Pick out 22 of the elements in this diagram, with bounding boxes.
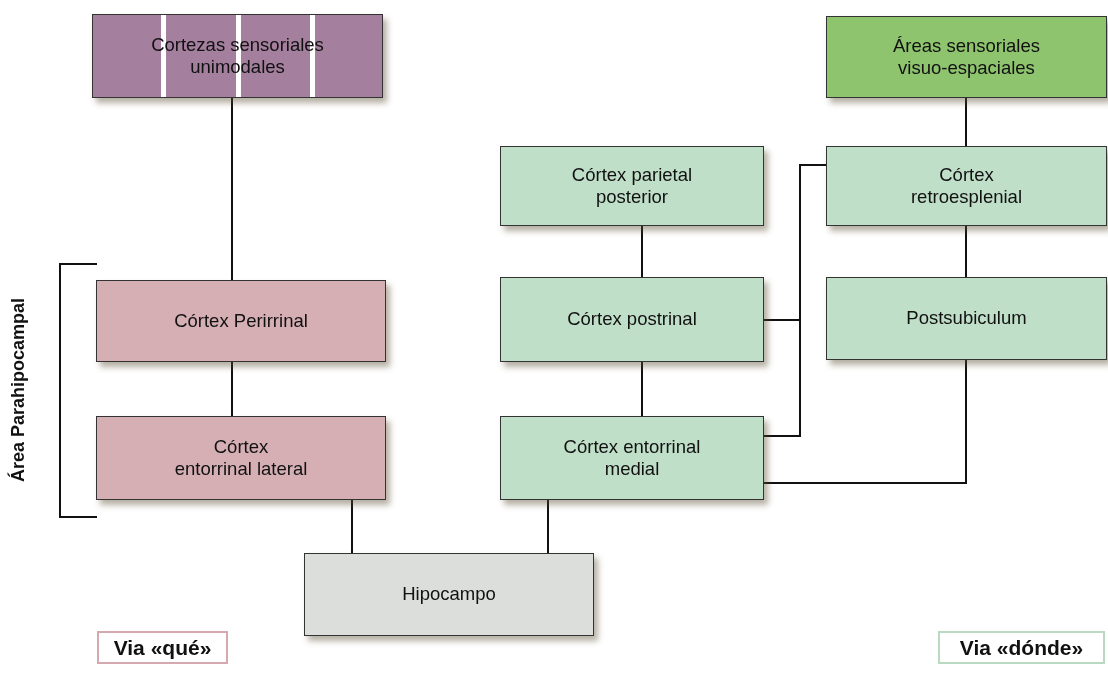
- connector-line: [965, 97, 967, 147]
- connector-line: [641, 361, 643, 417]
- region-box: Córtex retroesplenial: [826, 146, 1107, 226]
- connector-line: [763, 359, 967, 484]
- region-box: Córtex parietal posterior: [500, 146, 764, 226]
- region-box: Córtex entorrinal medial: [500, 416, 764, 500]
- region-box: Postsubiculum: [826, 277, 1107, 360]
- connector-line: [641, 225, 643, 278]
- region-box: Hipocampo: [304, 553, 594, 636]
- connector-line: [231, 97, 233, 281]
- pathway-tag: Via «qué»: [97, 631, 228, 664]
- connector-line: [231, 361, 233, 417]
- bracket-label: Área Parahipocampal: [7, 297, 29, 483]
- connector-line: [965, 225, 967, 278]
- connector-line: [763, 164, 827, 437]
- connector-line: [351, 499, 353, 554]
- region-box: Córtex postrinal: [500, 277, 764, 362]
- region-box: Córtex entorrinal lateral: [96, 416, 386, 500]
- region-box: Córtex Perirrinal: [96, 280, 386, 362]
- connector-line: [547, 499, 549, 554]
- region-box: Áreas sensoriales visuo-espaciales: [826, 16, 1107, 98]
- pathway-tag: Via «dónde»: [938, 631, 1105, 664]
